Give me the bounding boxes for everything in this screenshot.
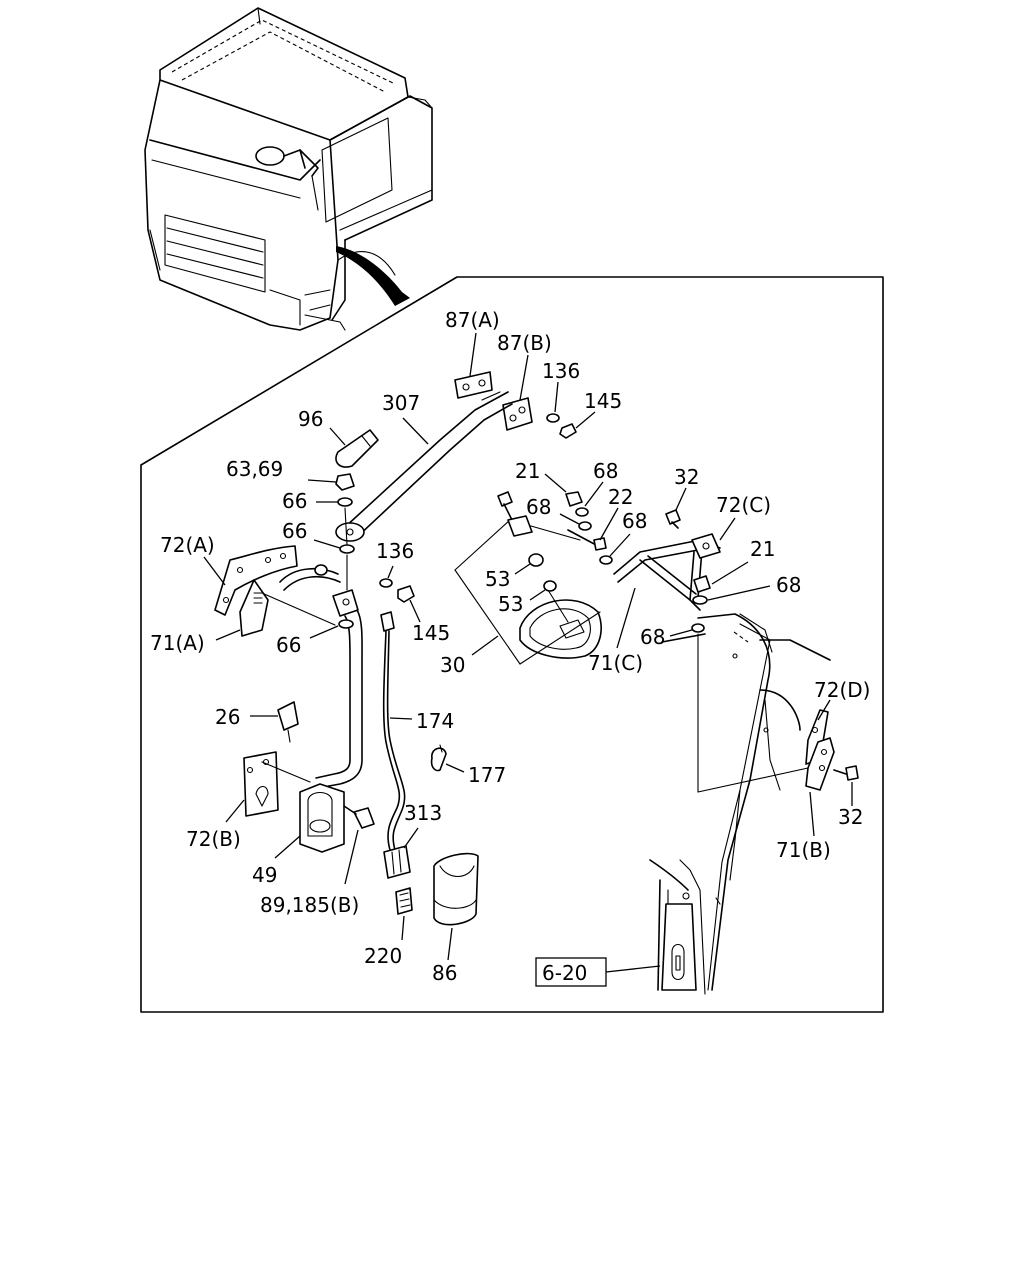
label-71b: 71(B) xyxy=(776,838,831,862)
arm-307 xyxy=(335,391,513,542)
label-313: 313 xyxy=(404,801,442,825)
reference-box-6-20 xyxy=(535,957,607,987)
label-22: 22 xyxy=(608,485,633,509)
label-177: 177 xyxy=(468,763,506,787)
bracket-71b xyxy=(805,737,835,791)
truck-cab-illustration xyxy=(144,7,433,331)
bolt-32-top xyxy=(665,509,681,529)
label-87a: 87(A) xyxy=(445,308,500,332)
bolt-32-right xyxy=(833,765,859,781)
mirror-stay xyxy=(279,564,363,789)
clip-177 xyxy=(430,744,447,772)
label-49: 49 xyxy=(252,863,277,887)
label-307: 307 xyxy=(382,391,420,415)
washer-68-c xyxy=(599,555,613,565)
label-220: 220 xyxy=(364,944,402,968)
door-panel xyxy=(649,613,831,995)
lamp-bulb-96 xyxy=(335,429,379,468)
label-136-mid: 136 xyxy=(376,539,414,563)
connector-220 xyxy=(395,887,413,915)
label-136-top: 136 xyxy=(542,359,580,383)
bracket-87a xyxy=(454,371,493,399)
label-68-b: 68 xyxy=(526,495,551,519)
label-68-e: 68 xyxy=(640,625,665,649)
washer-66-c xyxy=(338,619,354,629)
washer-68-d xyxy=(692,595,708,605)
label-66-b: 66 xyxy=(282,519,307,543)
label-87b: 87(B) xyxy=(497,331,552,355)
label-71c: 71(C) xyxy=(588,651,643,675)
connector-313 xyxy=(383,845,411,879)
label-6-20: 6-20 xyxy=(542,961,587,985)
label-66-c: 66 xyxy=(276,633,301,657)
nut-145-mid xyxy=(397,585,415,603)
washer-53-b xyxy=(543,580,557,592)
cover-26 xyxy=(277,701,299,743)
detail-frame xyxy=(140,276,884,1013)
washer-136-top xyxy=(546,413,560,423)
bracket-72d xyxy=(805,709,829,765)
label-21-right: 21 xyxy=(750,537,775,561)
label-68-c: 68 xyxy=(622,509,647,533)
mirror-30 xyxy=(454,519,602,665)
washer-68-b xyxy=(578,521,592,531)
nut-21-mid xyxy=(565,491,583,507)
label-53-b: 53 xyxy=(498,592,523,616)
label-96: 96 xyxy=(298,407,323,431)
mirror-base-49 xyxy=(299,783,345,853)
washer-68-a xyxy=(575,507,589,517)
label-32-right: 32 xyxy=(838,805,863,829)
washer-66-a xyxy=(337,497,353,507)
nut-21-right xyxy=(693,575,711,593)
label-68-d: 68 xyxy=(776,573,801,597)
label-26: 26 xyxy=(215,705,240,729)
label-72c: 72(C) xyxy=(716,493,771,517)
label-71a: 71(A) xyxy=(150,631,205,655)
label-53-a: 53 xyxy=(485,567,510,591)
label-145-top: 145 xyxy=(584,389,622,413)
label-145-mid: 145 xyxy=(412,621,450,645)
label-68-a: 68 xyxy=(593,459,618,483)
label-72d: 72(D) xyxy=(814,678,870,702)
bolt-21-left xyxy=(497,491,513,521)
nut-63-69 xyxy=(335,473,355,491)
bracket-72a xyxy=(214,545,298,616)
label-174: 174 xyxy=(416,709,454,733)
washer-136-mid xyxy=(379,578,393,588)
bracket-87b xyxy=(502,397,533,431)
bracket-71a xyxy=(239,579,269,637)
label-72a: 72(A) xyxy=(160,533,215,557)
label-66-a: 66 xyxy=(282,489,307,513)
label-63-69: 63,69 xyxy=(226,457,283,481)
label-86: 86 xyxy=(432,961,457,985)
label-32-top: 32 xyxy=(674,465,699,489)
label-72b: 72(B) xyxy=(186,827,241,851)
nut-145-top xyxy=(559,423,577,439)
plate-72b xyxy=(243,751,279,817)
label-21-left: 21 xyxy=(515,459,540,483)
bracket-upper-30 xyxy=(507,515,533,537)
cover-86 xyxy=(433,852,479,926)
bolt-89-185b xyxy=(343,805,375,829)
label-89-185b: 89,185(B) xyxy=(260,893,359,917)
washer-53-a xyxy=(528,553,544,567)
bracket-72c xyxy=(691,533,721,559)
washer-66-b xyxy=(339,544,355,554)
harness-174 xyxy=(380,611,406,851)
label-30: 30 xyxy=(440,653,465,677)
washer-68-e xyxy=(691,623,705,633)
